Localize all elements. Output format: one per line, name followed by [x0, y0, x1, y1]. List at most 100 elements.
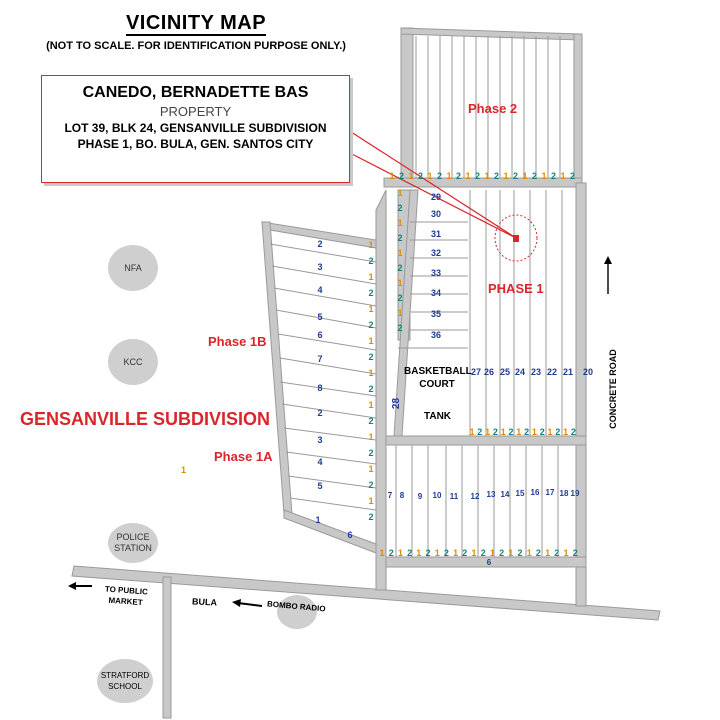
block-number: 16 — [531, 488, 540, 497]
lot-mark: 2 — [399, 171, 404, 181]
lot-mark: 1 — [397, 218, 402, 228]
lot-mark: 1 — [368, 464, 373, 474]
lot-lines — [269, 36, 563, 557]
lot-mark: 2 — [397, 263, 402, 273]
lot-mark: 1 — [563, 427, 568, 437]
lot-mark: 2 — [397, 203, 402, 213]
block-number: 2 — [317, 239, 322, 249]
lot-mark: 2 — [481, 548, 486, 558]
kcc-oval — [108, 339, 158, 385]
block-number: 24 — [515, 367, 525, 377]
lot-mark: 1 — [471, 548, 476, 558]
lot-mark: 1 — [522, 171, 527, 181]
block-number: 31 — [431, 229, 441, 239]
lot-mark: 2 — [368, 288, 373, 298]
lot-mark: 2 — [573, 548, 578, 558]
lot-mark: 2 — [570, 171, 575, 181]
block-number: 6 — [347, 530, 352, 540]
block-number: 35 — [431, 309, 441, 319]
lot-mark: 1 — [465, 171, 470, 181]
block-number: 6 — [317, 330, 322, 340]
lot-mark: 2 — [407, 548, 412, 558]
callout-leader-lines — [347, 129, 517, 239]
lot-mark: 1 — [368, 240, 373, 250]
lot-mark: 2 — [513, 171, 518, 181]
diagonal-road — [393, 189, 419, 437]
lot-mark: 1 — [532, 427, 537, 437]
lot-mark: 1 — [501, 427, 506, 437]
block-number: 8 — [400, 491, 405, 500]
lot-mark: 1 — [397, 188, 402, 198]
block-number: 20 — [583, 367, 593, 377]
lot-mark: 1 — [469, 427, 474, 437]
block-number: 8 — [317, 383, 322, 393]
lot-mark: 2 — [524, 427, 529, 437]
lot-mark: 1 — [484, 171, 489, 181]
block-number: 33 — [431, 268, 441, 278]
lot-mark: 2 — [418, 171, 423, 181]
concrete-road-label: CONCRETE ROAD — [608, 349, 618, 429]
block-number: 22 — [547, 367, 557, 377]
lot-mark: 2 — [499, 548, 504, 558]
phase2-left-road — [400, 27, 414, 184]
school-oval — [97, 659, 153, 703]
lot-mark: 1 — [368, 304, 373, 314]
lot-mark: 2 — [397, 293, 402, 303]
lot-mark: 1 — [368, 368, 373, 378]
phase1-mid-road — [379, 435, 587, 446]
lot-mark: 1 — [453, 548, 458, 558]
phase1a-label: Phase 1A — [214, 449, 273, 464]
phase1a-left-road — [261, 221, 293, 515]
block-number: 11 — [450, 492, 459, 501]
block-number: 10 — [433, 491, 442, 500]
lot-mark: 1 — [547, 427, 552, 437]
block-number: 7 — [388, 491, 393, 500]
lot-mark: 2 — [437, 171, 442, 181]
block-number: 5 — [317, 481, 322, 491]
lot-mark: 1 — [416, 548, 421, 558]
lot-mark: 1 — [485, 427, 490, 437]
lot-mark: 1 — [368, 432, 373, 442]
lot-mark: 1 — [435, 548, 440, 558]
lot-mark: 2 — [389, 548, 394, 558]
subdivision-label: GENSANVILLE SUBDIVISION — [20, 409, 271, 429]
lot-mark: 1 — [397, 278, 402, 288]
bula-label: BULA — [191, 596, 218, 608]
to-public-market-label: TO PUBLIC MARKET — [104, 584, 149, 608]
block-number: 13 — [487, 490, 496, 499]
map-title: VICINITY MAP — [0, 12, 392, 36]
owner-name: CANEDO, BERNADETTE BAS — [82, 84, 309, 101]
block-number: 21 — [563, 367, 573, 377]
block-number: 34 — [431, 288, 441, 298]
nfa-oval — [108, 245, 158, 291]
lot-mark: 1 — [545, 548, 550, 558]
lot-mark: 1 — [397, 308, 402, 318]
stratford-school-label: STRATFORD SCHOOL — [100, 671, 150, 691]
lot-mark: 1 — [368, 496, 373, 506]
lot-mark: 2 — [477, 427, 482, 437]
block-number: 6 — [487, 558, 492, 567]
property-marker — [513, 235, 519, 242]
lot-mark: 2 — [425, 548, 430, 558]
block-number: 26 — [484, 367, 494, 377]
lot-mark: 1 — [368, 336, 373, 346]
lot-mark: 2 — [540, 427, 545, 437]
block-number: 3 — [317, 435, 322, 445]
basketball-court-label: BASKETBALL COURT — [404, 366, 472, 390]
lot-mark: 1 — [446, 171, 451, 181]
lot-mark: 2 — [462, 548, 467, 558]
property-label: PROPERTY — [159, 104, 232, 119]
lot-mark: 2 — [368, 352, 373, 362]
block-number: 14 — [501, 490, 510, 499]
lot-28-label: 28 — [391, 397, 403, 410]
block-number: 25 — [500, 367, 510, 377]
bombo-arrow-icon — [232, 599, 263, 607]
phase1b-label: Phase 1B — [208, 334, 267, 349]
left-vertical-road — [375, 189, 387, 591]
lot-mark: 2 — [551, 171, 556, 181]
address-text: PHASE 1, BO. BULA, GEN. SANTOS CITY — [77, 137, 314, 151]
police-station-label: POLICE STATION — [114, 532, 152, 553]
property-circle — [494, 214, 538, 262]
